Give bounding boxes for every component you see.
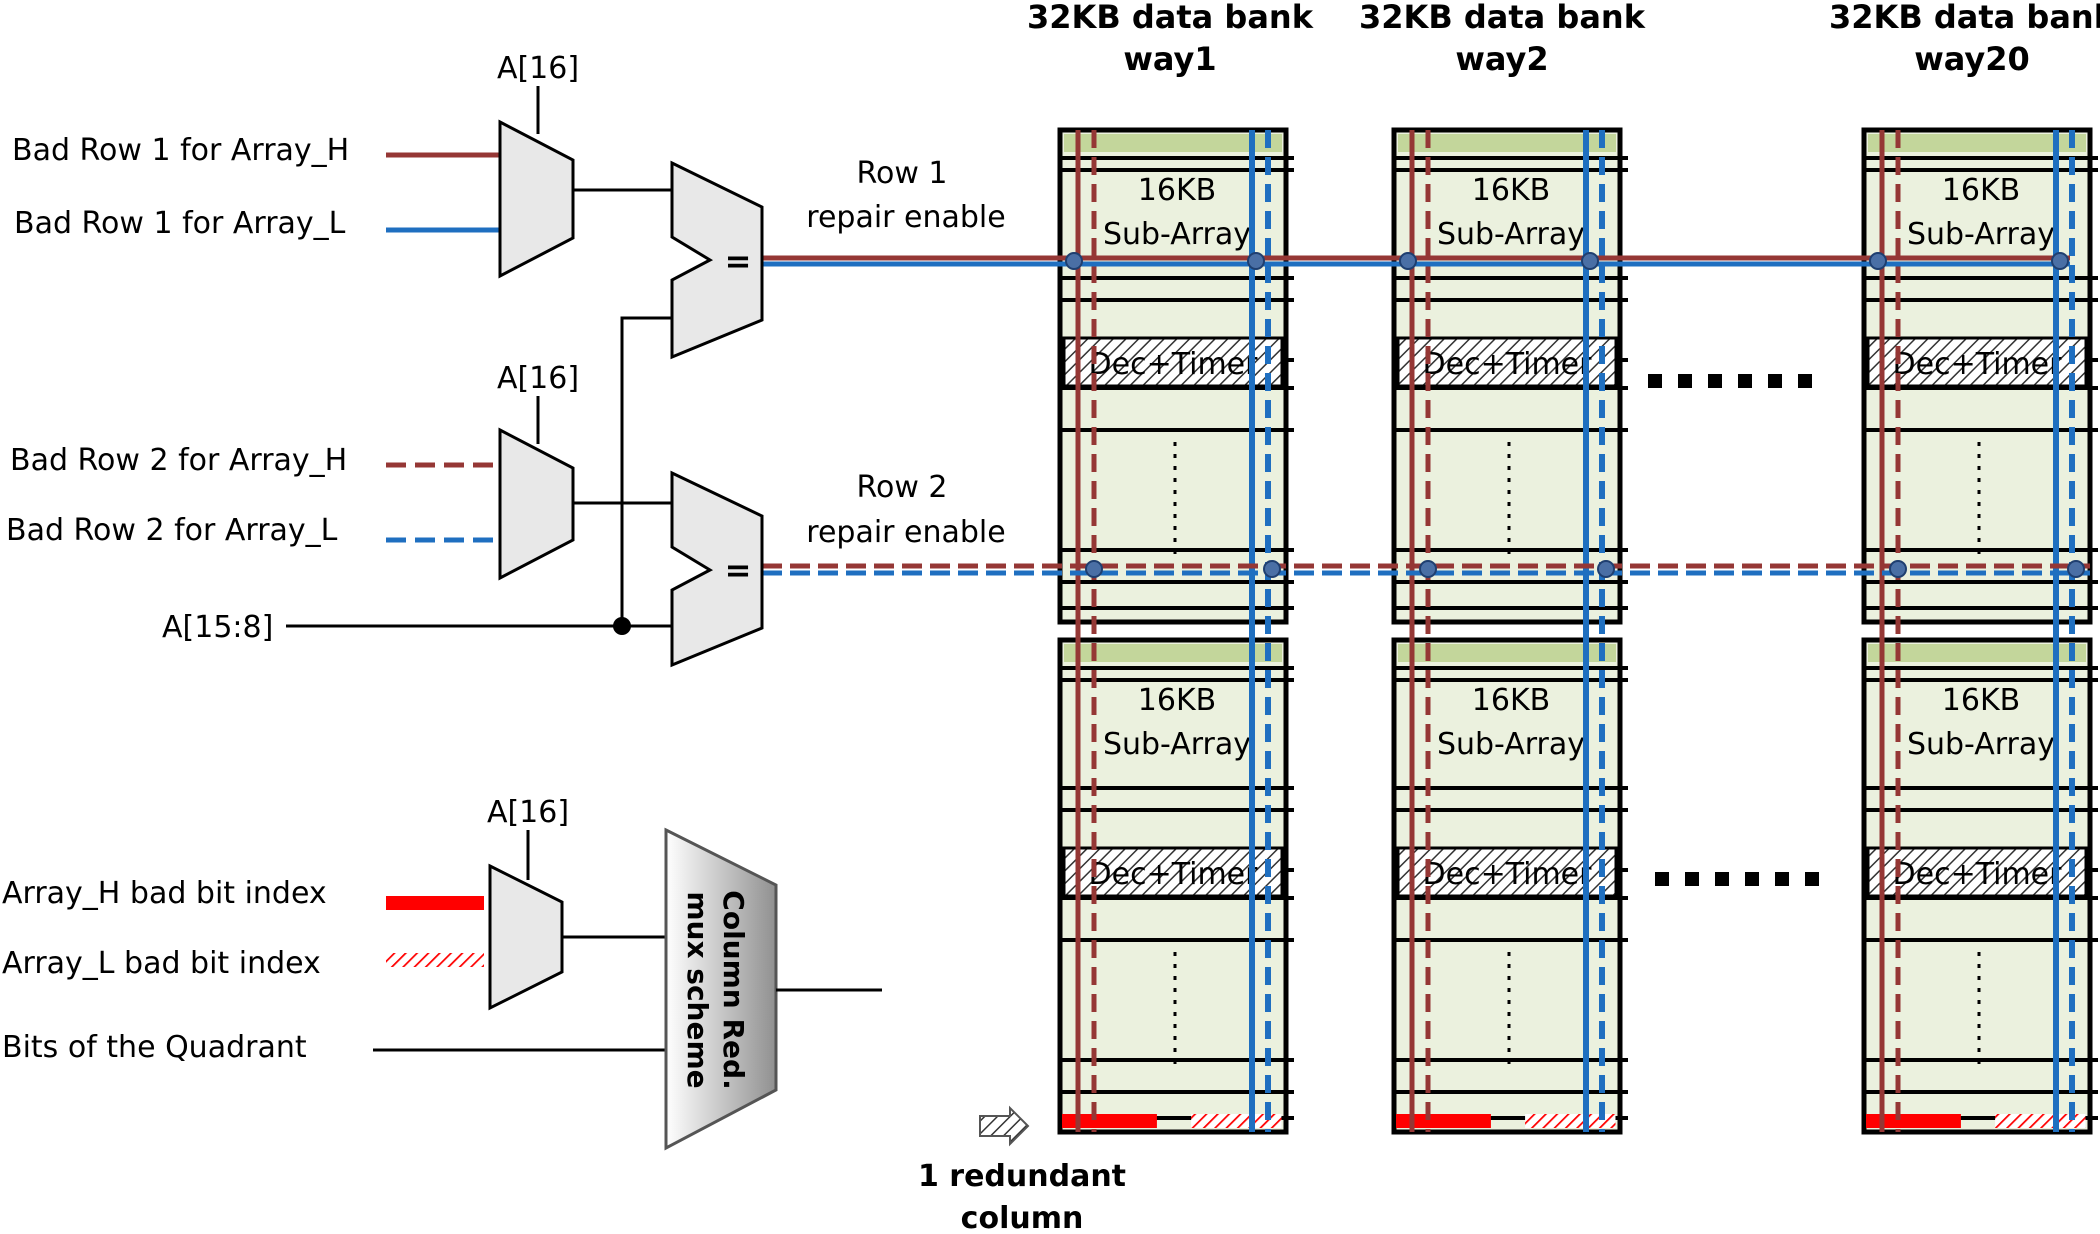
- redundant-column-label: 1 redundant: [918, 1159, 1126, 1194]
- dec-timer-label: Dec+Timer: [1893, 857, 2063, 892]
- dec-timer-block: [1062, 846, 1284, 898]
- redundant-bar-h: [1396, 1114, 1491, 1128]
- bank-header-title: 32KB data bank: [1829, 0, 2100, 36]
- comparator-symbol: =: [725, 551, 752, 589]
- junction-dot: [2051, 252, 2069, 270]
- subarray-name-label: Sub-Array: [1103, 217, 1251, 252]
- bank-way2: Dec+Timer16KBSub-ArrayDec+Timer16KBSub-A…: [1391, 127, 1628, 1135]
- dec-timer-label: Dec+Timer: [1089, 347, 1259, 382]
- subarray-size-label: 16KB: [1138, 683, 1216, 718]
- wire-array-h-bad-bit: [386, 896, 484, 910]
- redundant-bar-h: [1866, 1114, 1961, 1128]
- junction-dot: [1399, 252, 1417, 270]
- bank-strip: [1064, 644, 1282, 662]
- input-array-h-bad-bit: Array_H bad bit index: [2, 876, 327, 911]
- dec-timer-block: [1396, 336, 1618, 388]
- bank-header-way1: 32KB data bank way1: [1027, 0, 1314, 78]
- bank-strip: [1064, 134, 1282, 152]
- bank-strip: [1868, 644, 2086, 662]
- input-bad-row1-l: Bad Row 1 for Array_L: [14, 206, 346, 241]
- subarray-name-label: Sub-Array: [1437, 727, 1585, 762]
- dec-timer-label: Dec+Timer: [1089, 857, 1259, 892]
- junction-dot: [1247, 252, 1265, 270]
- bank-header-title: 32KB data bank: [1359, 0, 1646, 36]
- dec-timer-block: [1062, 336, 1284, 388]
- column-redundancy-mux: [664, 827, 778, 1151]
- subarray-size-label: 16KB: [1472, 173, 1550, 208]
- subarray-size-label: 16KB: [1138, 173, 1216, 208]
- ellipsis-lower: [1655, 872, 1819, 886]
- bank-header-title: 32KB data bank: [1027, 0, 1314, 36]
- comparator-row2: [670, 470, 764, 668]
- row2-repair-subtitle: repair enable: [806, 515, 1005, 550]
- junction-dot: [613, 617, 631, 635]
- column-mux-label-line1: Column Red.: [717, 890, 750, 1089]
- redundant-bar-h: [1062, 1114, 1157, 1128]
- comparator-symbol: =: [725, 242, 752, 280]
- select-label-a16: A[16]: [497, 361, 579, 396]
- subarray-name-label: Sub-Array: [1103, 727, 1251, 762]
- row1-repair-subtitle: repair enable: [806, 200, 1005, 235]
- bank-header-way20: 32KB data bank way20: [1829, 0, 2100, 78]
- redundant-bar-l: [1525, 1114, 1616, 1128]
- subarray-name-label: Sub-Array: [1907, 727, 2055, 762]
- dec-timer-label: Dec+Timer: [1893, 347, 2063, 382]
- column-mux-label-line2: mux scheme: [681, 891, 714, 1088]
- bank-strip: [1868, 134, 2086, 152]
- junction-dot: [1085, 560, 1103, 578]
- select-label-a16: A[16]: [487, 795, 569, 830]
- bank-strip: [1398, 134, 1616, 152]
- subarray-size-label: 16KB: [1942, 683, 2020, 718]
- input-bad-row2-h: Bad Row 2 for Array_H: [10, 443, 347, 478]
- subarray-size-label: 16KB: [1942, 173, 2020, 208]
- junction-dot: [1869, 252, 1887, 270]
- dec-timer-label: Dec+Timer: [1423, 347, 1593, 382]
- subarray-size-label: 16KB: [1472, 683, 1550, 718]
- dec-timer-block: [1866, 336, 2088, 388]
- dec-timer-block: [1866, 846, 2088, 898]
- wire-array-l-bad-bit: [386, 953, 484, 967]
- redundant-bar-l: [1191, 1114, 1282, 1128]
- data-banks: Dec+Timer16KBSub-ArrayDec+Timer16KBSub-A…: [1057, 127, 2098, 1135]
- bank-header-way: way1: [1123, 40, 1216, 78]
- junction-dot: [1065, 252, 1083, 270]
- junction-dot: [1419, 560, 1437, 578]
- mux-row1: [498, 119, 575, 279]
- dec-timer-label: Dec+Timer: [1423, 857, 1593, 892]
- dec-timer-block: [1396, 846, 1618, 898]
- row1-repair-title: Row 1: [856, 156, 947, 191]
- select-label-a16: A[16]: [497, 51, 579, 86]
- input-array-l-bad-bit: Array_L bad bit index: [2, 946, 321, 981]
- bank-way1: Dec+Timer16KBSub-ArrayDec+Timer16KBSub-A…: [1057, 127, 1294, 1135]
- bank-strip: [1398, 644, 1616, 662]
- redundant-bar-l: [1995, 1114, 2086, 1128]
- junction-dot: [2067, 560, 2085, 578]
- junction-dot: [1263, 560, 1281, 578]
- mux-row2: [498, 427, 575, 581]
- column-mux-label: Column Red. mux scheme: [681, 890, 750, 1089]
- redundant-column-label-line2: column: [961, 1201, 1084, 1234]
- input-bad-row1-h: Bad Row 1 for Array_H: [12, 133, 349, 168]
- bank-header-way: way20: [1914, 40, 2030, 78]
- subarray-name-label: Sub-Array: [1437, 217, 1585, 252]
- junction-dots: [1065, 252, 2085, 578]
- bank-way20: Dec+Timer16KBSub-ArrayDec+Timer16KBSub-A…: [1861, 127, 2098, 1135]
- junction-dot: [1597, 560, 1615, 578]
- input-quadrant-bits: Bits of the Quadrant: [2, 1030, 307, 1065]
- ellipsis-upper: [1648, 374, 1812, 388]
- mux-column: [488, 863, 564, 1011]
- junction-dot: [1889, 560, 1907, 578]
- redundant-column-arrow-icon: [979, 1105, 1030, 1147]
- bank-header-way: way2: [1455, 40, 1548, 78]
- subarray-name-label: Sub-Array: [1907, 217, 2055, 252]
- row2-repair-title: Row 2: [856, 470, 947, 505]
- input-addr-15-8: A[15:8]: [162, 610, 273, 645]
- input-bad-row2-l: Bad Row 2 for Array_L: [6, 513, 338, 548]
- bank-header-way2: 32KB data bank way2: [1359, 0, 1646, 78]
- junction-dot: [1581, 252, 1599, 270]
